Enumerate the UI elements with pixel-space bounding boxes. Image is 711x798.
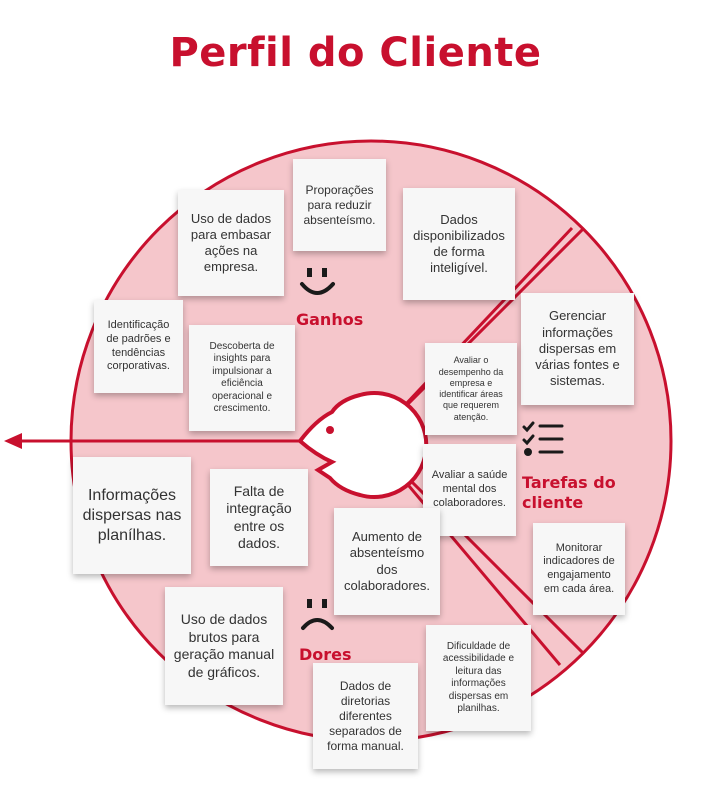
note-gain-reduce-absenteeism: Proporações para reduzir absenteísmo. <box>293 159 386 251</box>
note-gain-pattern-identification: Identificação de padrões e tendências co… <box>94 300 183 393</box>
note-gain-intelligible-data: Dados disponibilizados de forma inteligí… <box>403 188 515 300</box>
pointer-arrow-head <box>4 433 22 449</box>
note-pain-lack-of-integration: Falta de integração entre os dados. <box>210 469 308 566</box>
note-pain-manual-separation: Dados de diretorias diferentes separados… <box>313 663 418 769</box>
divider-upper <box>369 190 622 443</box>
note-task-manage-information: Gerenciar informações dispersas em vária… <box>521 293 634 405</box>
frown-icon <box>301 599 334 630</box>
note-pain-rising-absenteeism: Aumento de absenteísmo dos colaboradores… <box>334 508 440 615</box>
tasks-label: Tarefas do cliente <box>522 473 616 512</box>
page-title: Perfil do Cliente <box>169 30 542 76</box>
checklist-icon <box>522 421 564 456</box>
note-gain-data-driven-actions: Uso de dados para embasar ações na empre… <box>178 190 284 296</box>
note-task-monitor-engagement: Monitorar indicadores de engajamento em … <box>533 523 625 615</box>
smile-icon <box>300 268 335 295</box>
pains-label: Dores <box>299 645 352 664</box>
customer-face-icon <box>297 391 429 499</box>
note-task-evaluate-performance: Avaliar o desempenho da empresa e identi… <box>425 343 517 435</box>
note-pain-scattered-spreadsheets: Informações dispersas nas planílhas. <box>73 457 191 574</box>
gains-label: Ganhos <box>296 310 364 329</box>
note-pain-manual-charts: Uso de dados brutos para geração manual … <box>165 587 283 705</box>
note-pain-accessibility: Dificuldade de acessibilidade e leitura … <box>426 625 531 731</box>
note-gain-insights-discovery: Descoberta de insights para impulsionar … <box>189 325 295 431</box>
